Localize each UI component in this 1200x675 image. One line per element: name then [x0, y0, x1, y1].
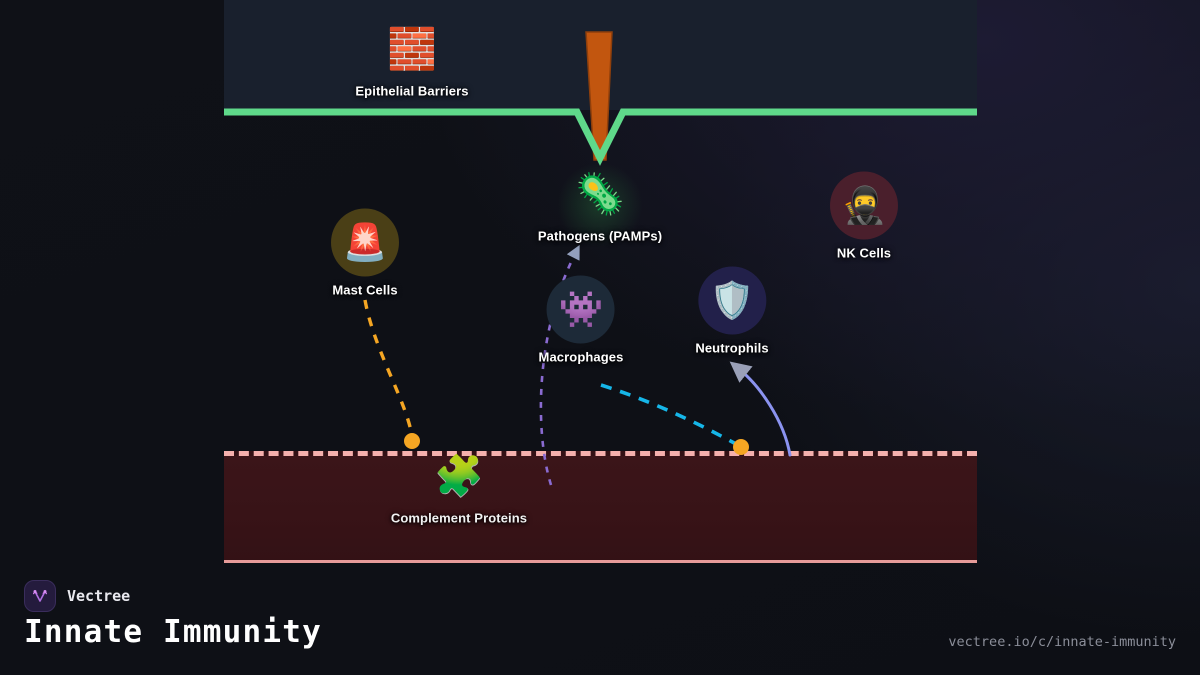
footer-url: vectree.io/c/innate-immunity	[948, 634, 1176, 650]
edge-macrophage-inflammation	[600, 383, 737, 446]
node-label-complement-proteins: Complement Proteins	[390, 510, 528, 526]
node-label-neutrophils: Neutrophils	[695, 340, 769, 356]
brand-row[interactable]: Vectree	[24, 580, 130, 612]
node-complement-proteins[interactable]: 🧩 Complement Proteins	[391, 449, 527, 526]
node-epithelial-barriers[interactable]: 🧱 Epithelial Barriers	[355, 22, 468, 99]
brand-name: Vectree	[67, 587, 131, 605]
page-title: Innate Immunity	[24, 614, 322, 650]
edge-mast-inflammation	[363, 299, 414, 437]
node-macrophages[interactable]: 👾 Macrophages	[538, 275, 624, 365]
edge-endpoint-dot-macrophage	[733, 439, 749, 455]
node-label-pathogens: Pathogens (PAMPs)	[537, 228, 663, 244]
footer: Vectree Innate Immunity vectree.io/c/inn…	[0, 562, 1200, 675]
epithelial-membrane-line	[224, 108, 977, 166]
pathogen-glow	[557, 162, 643, 248]
node-pathogens[interactable]: 🦠 Pathogens (PAMPs)	[538, 167, 662, 244]
node-nk-cells[interactable]: 🥷 NK Cells	[830, 171, 898, 261]
ninja-icon: 🥷	[830, 171, 898, 240]
shield-icon: 🛡️	[697, 266, 766, 335]
inflammation-baseline	[224, 560, 977, 563]
node-label-macrophages: Macrophages	[538, 349, 624, 365]
edge-inflammation-neutrophils	[729, 361, 792, 457]
pathogen-breach-wedge	[585, 31, 613, 161]
node-mast-cells[interactable]: 🚨 Mast Cells	[331, 208, 399, 298]
edge-endpoint-dot-mast	[404, 433, 420, 449]
node-label-mast-cells: Mast Cells	[332, 282, 398, 298]
diagram-canvas[interactable]: 🧱 Epithelial Barriers 🦠 Pathogens (PAMPs…	[224, 0, 977, 565]
inflammation-band	[224, 451, 977, 562]
edge-layer	[224, 31, 977, 486]
vectree-branch-logo-icon	[24, 580, 56, 612]
node-label-nk-cells: NK Cells	[836, 245, 892, 261]
node-label-epithelial-barriers: Epithelial Barriers	[355, 83, 469, 99]
edge-complement-pathogens	[539, 244, 580, 486]
node-neutrophils[interactable]: 🛡️ Neutrophils	[695, 266, 769, 356]
microbe-icon: 🦠	[575, 172, 625, 217]
rotating-light-icon: 🚨	[331, 208, 399, 277]
puzzle-piece-icon: 🧩	[434, 454, 484, 499]
brick-wall-icon: 🧱	[387, 27, 437, 72]
alien-monster-icon: 👾	[547, 275, 615, 344]
